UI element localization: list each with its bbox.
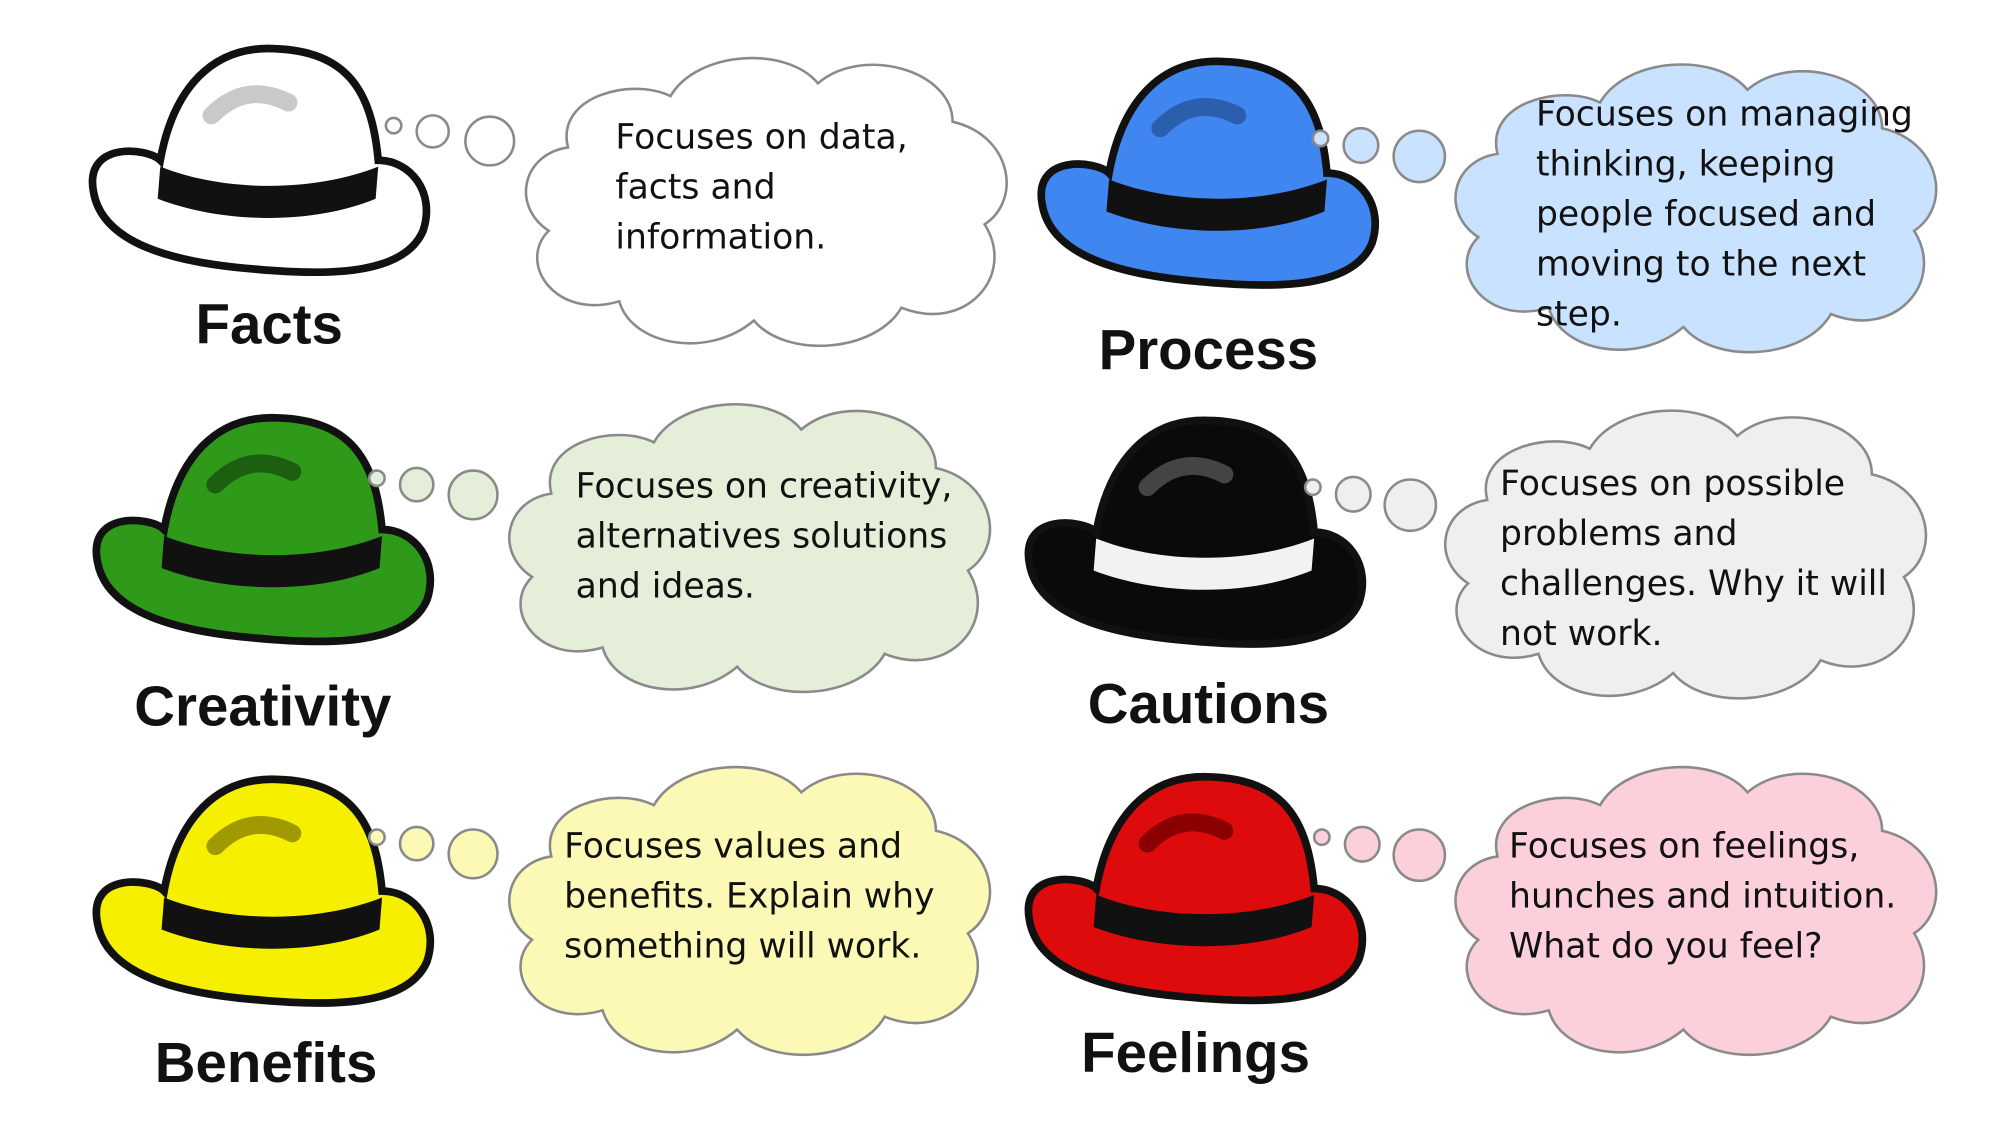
thought-dot-medium (1342, 126, 1380, 165)
label-facts: Facts (195, 293, 343, 357)
label-feelings: Feelings (1081, 1021, 1310, 1085)
thought-dot-small (367, 828, 386, 847)
thought-dot-small (1303, 478, 1322, 497)
thought-cloud-facts (524, 56, 1008, 348)
green-hat-icon (92, 414, 435, 646)
thought-dot-small (1311, 129, 1330, 148)
description-process: Focuses on managing thinking, keeping pe… (1535, 94, 1913, 335)
thought-cloud-benefits (508, 765, 992, 1057)
description-creativity: Focuses on creativity, alternatives solu… (575, 466, 953, 607)
thought-dot-large (1392, 129, 1447, 184)
description-cautions: Focuses on possible problems and challen… (1500, 464, 1888, 654)
thought-dot-large (447, 469, 499, 521)
thought-dot-large (447, 828, 499, 880)
label-benefits: Benefits (154, 1032, 378, 1095)
thought-dot-small (384, 116, 403, 135)
thought-cloud-creativity (508, 402, 992, 694)
thought-dot-large (1383, 478, 1438, 533)
red-hat-icon (1024, 773, 1367, 1005)
white-hat-icon (88, 44, 431, 277)
thought-dot-large (464, 115, 516, 167)
description-benefits: Focuses values and benefits. Explain why… (564, 826, 935, 967)
thought-dot-medium (398, 825, 435, 862)
label-process: Process (1098, 319, 1319, 383)
thought-dot-small (367, 469, 386, 488)
yellow-hat-icon (92, 775, 435, 1007)
thought-dot-medium (1334, 475, 1372, 513)
thought-dot-small (1312, 828, 1331, 847)
thought-dot-medium (398, 466, 435, 503)
blue-hat-icon (1037, 57, 1380, 289)
label-cautions: Cautions (1087, 673, 1330, 736)
label-creativity: Creativity (134, 675, 392, 739)
black-hat-icon (1024, 416, 1367, 648)
thought-dot-medium (415, 114, 451, 149)
thought-cloud-process (1454, 63, 1938, 354)
thought-dot-large (1392, 828, 1447, 883)
thought-dot-medium (1343, 825, 1381, 863)
thought-cloud-cautions (1444, 409, 1928, 700)
thought-cloud-feelings (1454, 765, 1938, 1057)
description-facts: Focuses on data, facts and information. (615, 117, 908, 258)
description-feelings: Focuses on feelings, hunches and intuiti… (1509, 826, 1897, 967)
